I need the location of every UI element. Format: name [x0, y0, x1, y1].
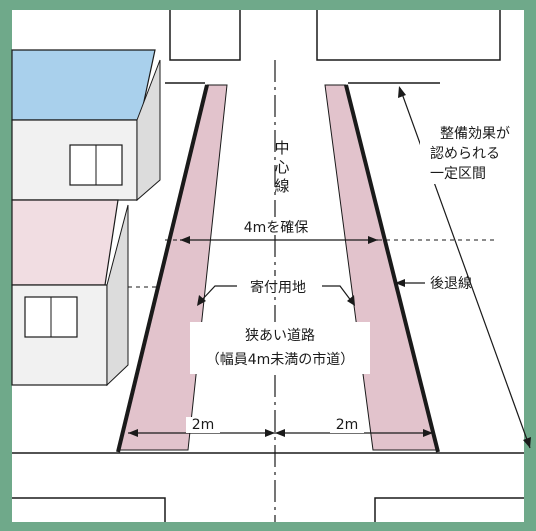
section-label-1: 整備効果が — [440, 126, 510, 142]
right-offset-arrowhead-a — [275, 429, 285, 437]
section-label-2: 認められる — [430, 146, 500, 162]
bottom-street-lower-edge-right — [374, 497, 524, 522]
donated-label-bg — [237, 276, 319, 296]
width-label-bg — [228, 217, 324, 235]
donated-leader-left — [199, 285, 238, 303]
left-offset-arrowhead-b — [265, 429, 275, 437]
narrow-road-label-2: （幅員4m未満の市道） — [206, 351, 355, 368]
right-offset-label: 2m — [336, 417, 359, 433]
center-line-label-char-3: 線 — [274, 177, 289, 195]
lower-house — [11, 199, 129, 387]
donated-leader-left-head — [197, 295, 206, 306]
setback-line-left — [116, 84, 209, 453]
setback-leader-arrowhead — [395, 279, 405, 287]
narrow-road-label-1: 狭あい道路 — [245, 328, 315, 344]
right-offset-arrowhead-b — [423, 429, 433, 437]
left-offset-label: 2m — [192, 417, 215, 433]
left-offset-arrowhead-a — [128, 429, 138, 437]
narrow-road-label-bg — [190, 322, 370, 374]
donated-land-label: 寄付用地 — [250, 279, 306, 296]
section-label-3: 一定区間 — [430, 166, 486, 182]
center-line-label-char-1: 中 — [274, 139, 289, 157]
left-offset-label-bg — [186, 417, 220, 433]
setback-line-right — [344, 84, 440, 453]
section-arrowhead-bottom — [523, 437, 531, 448]
width-arrowhead-left — [180, 236, 190, 244]
section-label-bg — [420, 122, 520, 184]
setback-line-label: 後退線 — [430, 276, 472, 292]
donated-leader-right — [322, 285, 353, 303]
center-line-label-char-2: 心 — [274, 158, 289, 176]
top-street-edge-left — [169, 10, 241, 61]
right-offset-label-bg — [330, 417, 364, 433]
donated-leader-right-head — [347, 295, 355, 306]
section-arrowhead-top — [398, 86, 406, 98]
width-secured-label: 4mを確保 — [244, 220, 309, 236]
bottom-street-lower-edge-left — [12, 497, 166, 522]
width-arrowhead-right — [368, 236, 378, 244]
upper-house — [11, 49, 161, 202]
top-street-edge-right — [316, 10, 501, 61]
